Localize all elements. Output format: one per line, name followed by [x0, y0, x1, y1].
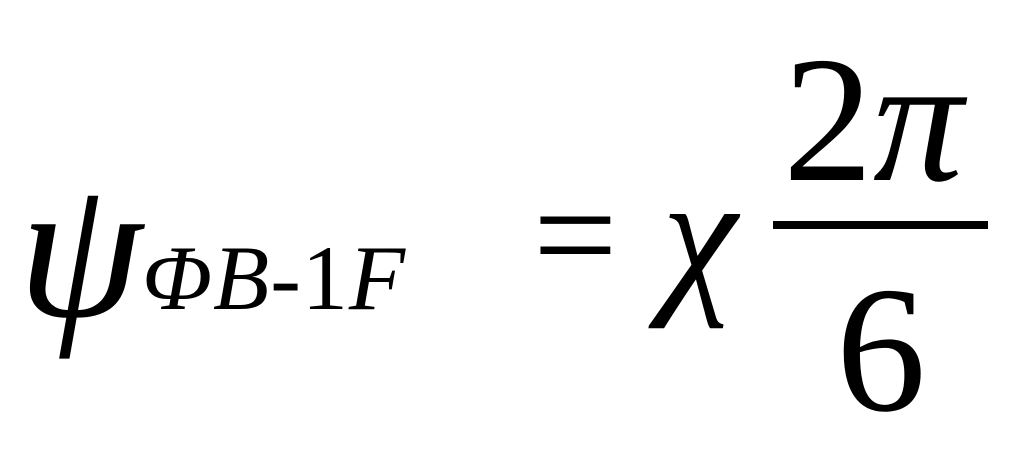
subscript-b: B	[213, 227, 271, 329]
subscript-dash: -	[270, 227, 302, 329]
psi-symbol: ψ	[18, 139, 143, 360]
chi-symbol: χ	[662, 141, 737, 329]
equals-sign: =	[533, 152, 618, 318]
subscript-phi: Φ	[142, 227, 214, 329]
pi-symbol: π	[873, 20, 964, 219]
numerator-digit: 2	[783, 20, 873, 219]
fraction-bar	[773, 221, 988, 229]
psi-subscript: ΦB-1F	[142, 232, 406, 324]
subscript-f: F	[348, 227, 407, 329]
equation: ψ ΦB-1F = χ 2π 6	[18, 30, 988, 440]
fraction-denominator: 6	[836, 250, 926, 449]
subscript-one: 1	[301, 227, 349, 329]
fraction-numerator: 2π	[783, 30, 963, 210]
